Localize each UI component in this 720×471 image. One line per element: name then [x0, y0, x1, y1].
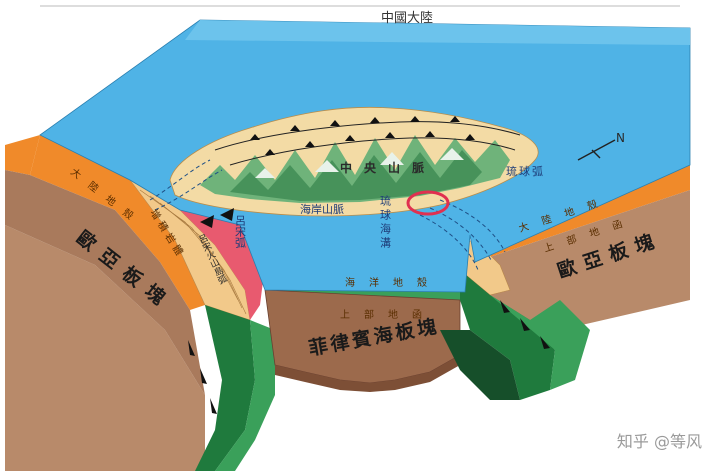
central-mountain-range — [200, 135, 510, 203]
label-ryukyu-arc: 琉球弧 — [506, 164, 545, 178]
continental-crust-left-edge — [5, 135, 40, 175]
ocean-surface-far — [185, 20, 690, 45]
luzon-volcanic-arc — [180, 210, 265, 320]
trench-underside — [440, 330, 520, 400]
label-luzon-arc: 呂宋弧 — [234, 215, 247, 249]
subduction-triangle-icon — [345, 135, 355, 141]
subduction-triangle-icon — [370, 117, 380, 123]
continental-crust-left — [30, 135, 205, 310]
mountain-shadows — [230, 150, 482, 201]
subduction-triangle-icon — [410, 116, 420, 122]
motion-arrows-right — [500, 300, 550, 349]
motion-arrow-icon — [200, 368, 207, 384]
eurasian-mantle-right — [475, 190, 690, 340]
subduction-triangle-icon — [200, 215, 214, 228]
subduction-triangle-icon — [465, 134, 475, 140]
subduction-triangle-icon — [385, 132, 395, 138]
crust-lower-left — [5, 170, 205, 395]
motion-arrow-icon — [210, 398, 217, 414]
subduction-triangle-icon — [450, 116, 460, 122]
subduction-triangle-icon — [265, 149, 275, 155]
motion-arrow-icon — [520, 318, 530, 331]
subduction-triangle-icon — [250, 134, 260, 140]
motion-arrow-icon — [540, 336, 550, 349]
subducting-slab-left-light — [215, 320, 275, 471]
subduction-triangle-icon — [305, 141, 315, 147]
subducting-slab-right-light — [490, 295, 590, 390]
eurasian-mantle-left — [5, 225, 205, 471]
subduction-triangle-icon — [425, 131, 435, 137]
subduction-triangle-icon — [290, 125, 300, 131]
label-ryukyu-trench: 琉球海溝 — [379, 194, 392, 251]
subducting-slab-right — [460, 270, 555, 400]
subduction-triangle-icon — [330, 120, 340, 126]
subduction-triangle-icon — [220, 208, 234, 221]
north-arrow-icon — [577, 139, 616, 161]
subducting-slab-left — [195, 305, 255, 471]
motion-arrows-left — [188, 340, 217, 414]
motion-arrow-icon — [500, 300, 510, 313]
philippine-mantle-front-shadow — [275, 355, 460, 392]
label-coastal-range: 海岸山脈 — [300, 202, 344, 216]
label-north: N — [616, 131, 625, 145]
label-upper-mantle-front: 上部地函 — [340, 308, 436, 321]
motion-arrow-icon — [188, 340, 195, 356]
title-china-mainland: 中國大陸 — [381, 10, 433, 26]
label-ocean-crust: 海洋地殼 — [345, 276, 441, 289]
fault-triangles — [250, 116, 475, 155]
watermark: 知乎 @等风 — [617, 432, 702, 451]
fault-lines — [214, 121, 521, 166]
label-central-range: 中央山脈 — [340, 160, 436, 175]
highlight-circle — [406, 190, 450, 216]
luzon-arc-triangles — [200, 208, 234, 228]
